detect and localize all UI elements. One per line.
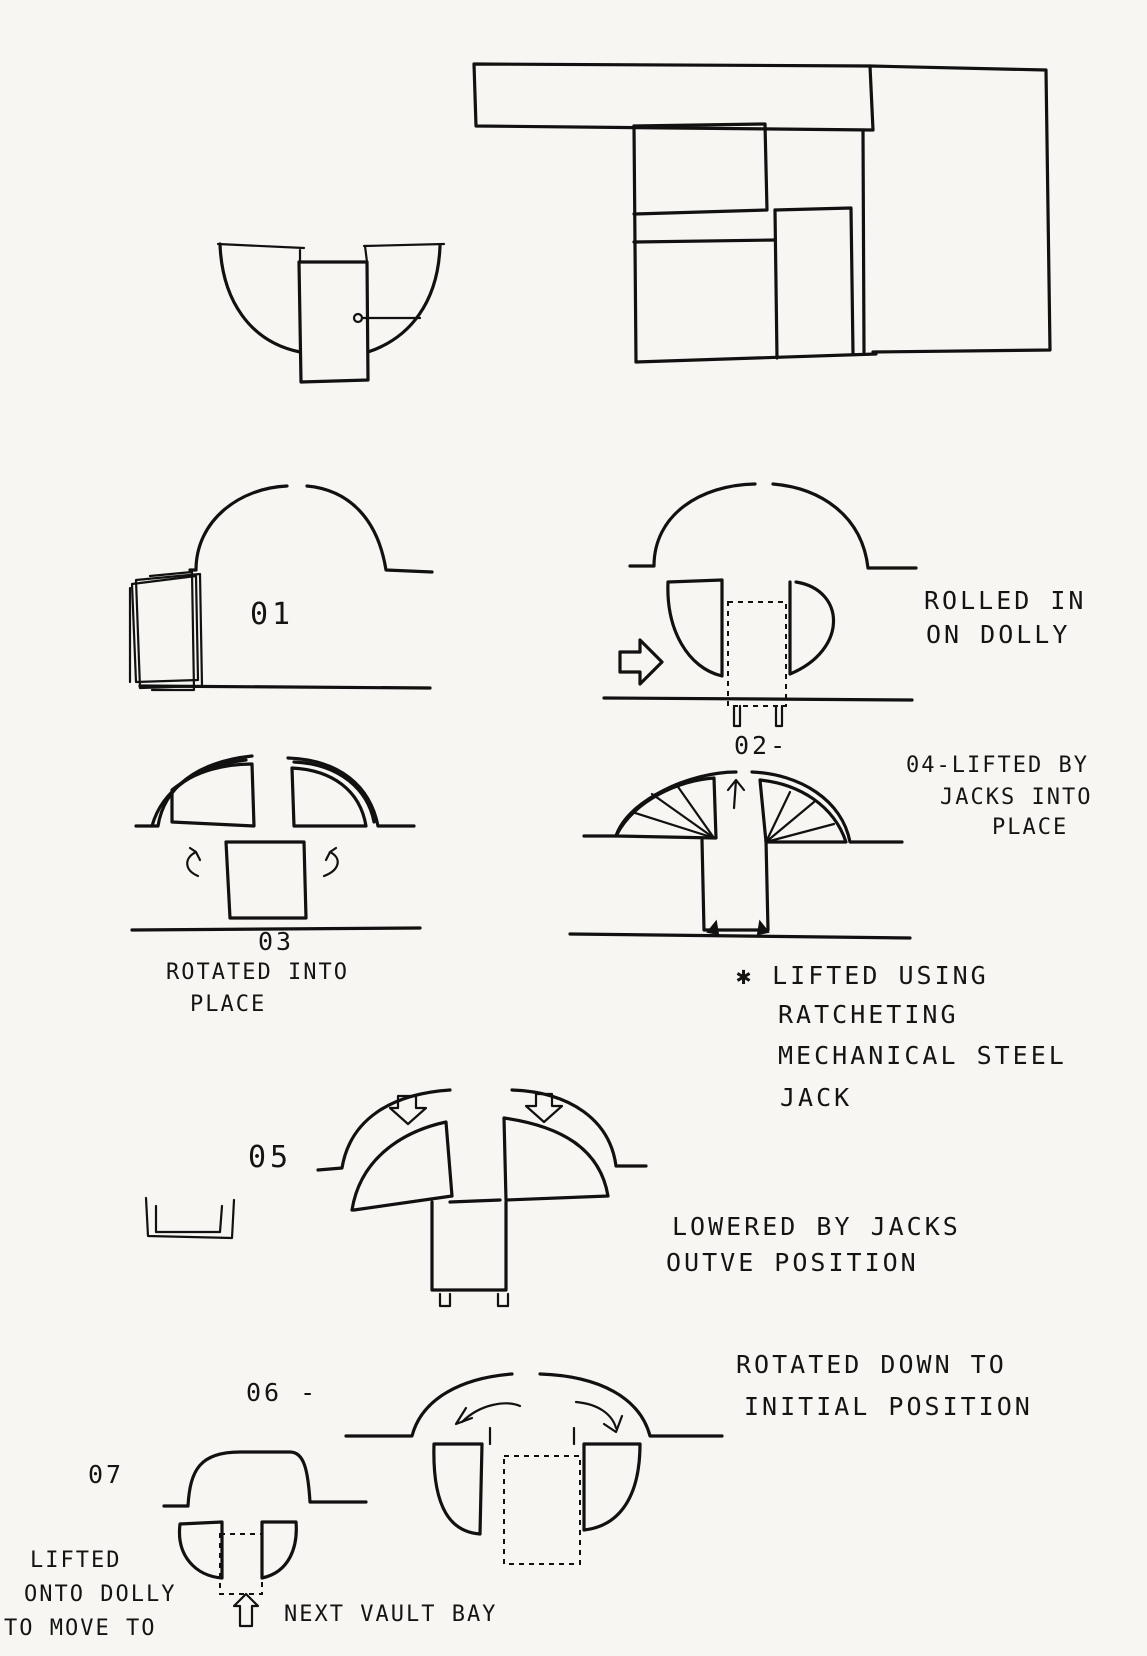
lowered-text-1: LOWERED BY JACKS: [672, 1212, 961, 1241]
step-04-diagram: [568, 770, 912, 940]
step-04-text-2: JACKS INTO: [940, 785, 1093, 810]
rotated-down-text-1: ROTATED DOWN TO: [736, 1350, 1007, 1379]
step-04-text-3: PLACE: [992, 815, 1069, 840]
step-06-diagram: [344, 1372, 724, 1565]
lifted-text-3: TO MOVE TO: [4, 1616, 157, 1641]
lifted-text-2: ONTO DOLLY: [24, 1582, 177, 1607]
arrow-down-icon: [388, 1094, 428, 1126]
lifted-text-1: LIFTED: [30, 1548, 122, 1573]
rotated-into-text-1: ROTATED INTO: [166, 960, 349, 985]
plan-block-diagram: [472, 62, 1052, 364]
step-06-label: 06 -: [246, 1378, 319, 1407]
step-05-diagram: [144, 1088, 648, 1308]
jack-note-1: ✱ LIFTED USING: [736, 961, 989, 990]
lowered-text-2: OUTVE POSITION: [666, 1248, 919, 1277]
arrow-right-icon: [618, 638, 664, 686]
rolled-in-text-1: ROLLED IN: [924, 586, 1087, 615]
jack-note-2: RATCHETING: [778, 1000, 959, 1029]
step-02-label: 02-: [734, 731, 789, 760]
step-05-label: 05: [248, 1140, 293, 1175]
section-sketch: [216, 242, 446, 384]
rotated-into-text-2: PLACE: [190, 992, 267, 1017]
step-07-diagram: [162, 1450, 368, 1628]
jack-note-4: JACK: [780, 1083, 853, 1112]
step-02-diagram: [602, 482, 918, 728]
step-07-label: 07: [88, 1460, 125, 1489]
lifted-text-4: NEXT VAULT BAY: [284, 1602, 498, 1627]
step-01-diagram: [128, 484, 434, 692]
jack-note-3: MECHANICAL STEEL: [778, 1041, 1067, 1070]
step-03-label: 03: [258, 927, 295, 956]
step-01-label: 01: [250, 597, 295, 632]
step-03-diagram: [130, 754, 422, 932]
rolled-in-text-2: ON DOLLY: [926, 620, 1071, 649]
arrow-down-icon: [524, 1092, 564, 1124]
rotated-down-text-2: INITIAL POSITION: [744, 1392, 1033, 1421]
arrow-up-icon: [232, 1592, 260, 1628]
step-04-text-1: 04-LIFTED BY: [906, 753, 1089, 778]
